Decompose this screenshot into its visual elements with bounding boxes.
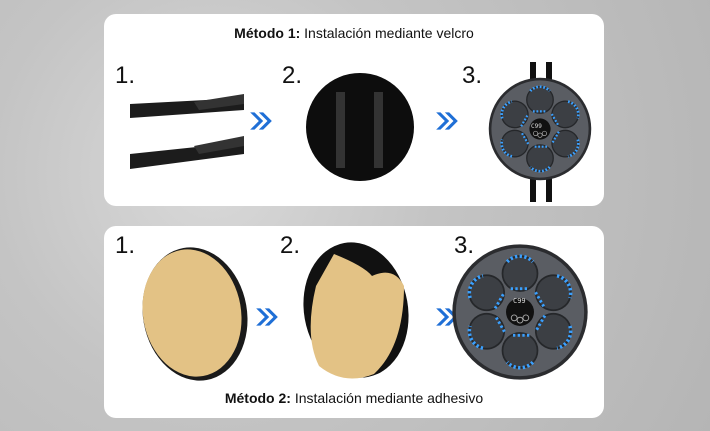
boxing-machine-icon bbox=[452, 244, 587, 379]
method-2-illustration bbox=[142, 242, 604, 418]
chevron-right-icon bbox=[436, 112, 458, 130]
step-2-number: 2. bbox=[280, 232, 301, 259]
title-text: Instalación mediante adhesivo bbox=[290, 390, 484, 406]
method-2-panel: 1. 2. 3. Método 2: Instalación mediante … bbox=[104, 226, 604, 418]
machine-display-text: C99 bbox=[513, 297, 526, 305]
machine-display-text: C99 bbox=[531, 123, 542, 130]
adhesive-peeled-disc-icon bbox=[303, 242, 409, 379]
title-text: Instalación mediante velcro bbox=[300, 25, 474, 41]
step-1-number: 1. bbox=[115, 232, 136, 259]
chevron-right-icon bbox=[250, 112, 272, 130]
method-1-illustration bbox=[130, 62, 604, 202]
adhesive-disc-icon bbox=[142, 247, 248, 381]
method-2-title: Método 2: Instalación mediante adhesivo bbox=[104, 390, 604, 406]
step-3-number: 3. bbox=[462, 62, 483, 89]
step-3-number: 3. bbox=[454, 232, 475, 259]
title-bold: Método 1: bbox=[234, 25, 301, 41]
step-1-number: 1. bbox=[115, 62, 136, 89]
method-1-panel: Método 1: Instalación mediante velcro 1.… bbox=[104, 14, 604, 206]
chevron-right-icon bbox=[256, 308, 278, 326]
title-bold: Método 2: bbox=[224, 390, 291, 406]
step-2-number: 2. bbox=[282, 62, 303, 89]
velcro-strips-icon bbox=[130, 94, 244, 169]
method-1-title: Método 1: Instalación mediante velcro bbox=[104, 25, 604, 41]
back-plate-velcro-icon bbox=[306, 73, 414, 181]
